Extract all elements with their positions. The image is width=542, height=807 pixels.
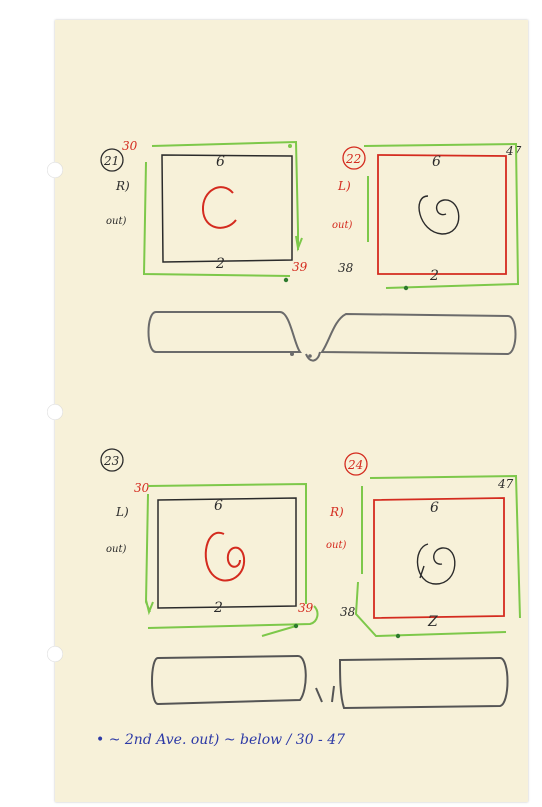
end-label: 47 [505, 144, 522, 158]
out-label: out) [106, 544, 126, 555]
out-label: out) [326, 540, 346, 551]
number-circle [100, 448, 124, 472]
top-edge-label: 6 [430, 500, 439, 516]
dot [290, 352, 294, 356]
bottom-edge-label: 2 [215, 256, 225, 272]
dot [283, 277, 289, 283]
footer-note: • ~ 2nd Ave. out) ~ below / 30 - 47 [96, 732, 345, 748]
r-label: R) [329, 505, 344, 519]
end-label: 39 [298, 601, 314, 615]
green-path-left [144, 493, 154, 616]
r-label: R) [115, 179, 130, 193]
binder-hole-bottom [47, 646, 63, 662]
top-edge-label: 6 [214, 498, 223, 514]
diagram-number: 23 [103, 454, 120, 468]
black-spiral [416, 543, 456, 585]
number-circle [100, 148, 124, 172]
connector-shapes-top [147, 311, 517, 362]
dot [403, 285, 409, 291]
end-label: 47 [497, 477, 514, 491]
start-label: 38 [340, 605, 356, 619]
start-label: 30 [134, 481, 150, 495]
green-path-right [363, 142, 520, 289]
black-square [157, 497, 297, 609]
left-rounded-block [147, 311, 302, 353]
black-spiral [418, 195, 460, 235]
left-rounded-block [151, 654, 307, 706]
l-label: L) [115, 505, 129, 519]
bottom-edge-label: Z [427, 614, 438, 630]
green-path-right [147, 482, 307, 604]
notebook-page [47, 20, 528, 802]
red-g-spiral [204, 531, 246, 582]
top-edge-label: 6 [216, 154, 225, 170]
top-edge-label: 6 [432, 154, 441, 170]
number-circle [342, 146, 366, 170]
diagram-22: 22 47 L) out) 6 2 38 [332, 142, 522, 291]
connector-ticks [315, 685, 335, 703]
number-circle [344, 452, 368, 476]
dot [395, 633, 401, 639]
red-square [373, 497, 505, 619]
right-rounded-block [320, 312, 517, 356]
end-label: 39 [292, 260, 308, 274]
green-path-right [369, 474, 521, 619]
green-path-right [151, 140, 303, 252]
binder-hole-top [47, 162, 63, 178]
black-square [161, 154, 293, 263]
diagram-23: 23 30 L) out) 6 2 39 [100, 448, 319, 637]
out-label: out) [332, 220, 352, 231]
green-path-bottom [147, 605, 319, 637]
diagram-21: 21 30 R) out) 6 2 39 [100, 139, 308, 283]
dot [308, 354, 312, 358]
green-path-left [142, 161, 291, 277]
start-label: 38 [338, 261, 354, 275]
bottom-edge-label: 2 [429, 268, 439, 284]
right-rounded-block [338, 656, 509, 710]
dot [288, 144, 292, 148]
red-c-stroke [201, 186, 237, 229]
red-square [377, 154, 507, 275]
connector-curve [305, 351, 321, 362]
binder-hole-middle [47, 404, 63, 420]
start-label: 30 [122, 139, 138, 153]
diagram-number: 22 [345, 152, 361, 166]
l-label: L) [337, 179, 351, 193]
green-path-left [354, 486, 507, 638]
connector-shapes-bottom [151, 654, 509, 710]
diagram-number: 24 [347, 458, 363, 472]
diagram-number: 21 [103, 154, 119, 168]
bottom-edge-label: 2 [213, 600, 223, 616]
out-label: out) [106, 216, 126, 227]
diagram-24: 24 47 R) out) 6 Z 38 [326, 452, 521, 639]
dot [293, 623, 299, 629]
